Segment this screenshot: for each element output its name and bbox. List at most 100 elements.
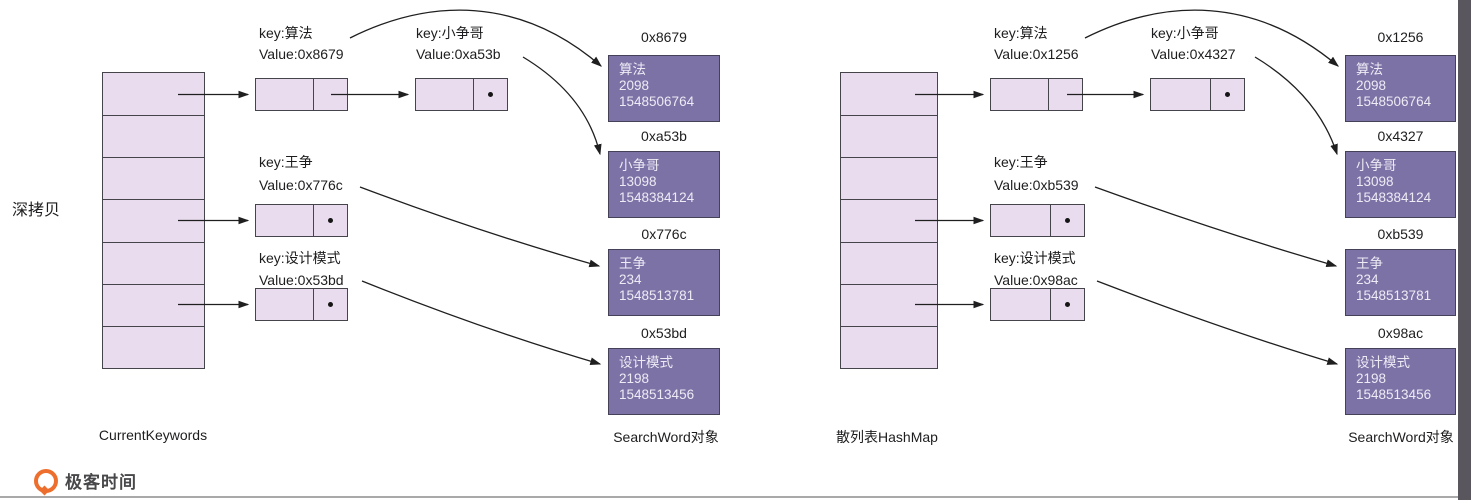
node-pointer-cell — [1210, 79, 1244, 110]
object-address-label: 0xb539 — [1377, 226, 1424, 242]
entry-key-label: key:小争哥 — [416, 25, 484, 41]
object-word: 算法 — [1356, 62, 1383, 77]
object-count: 2098 — [619, 78, 650, 94]
null-pointer-dot — [1065, 218, 1070, 223]
object-count: 234 — [1356, 272, 1379, 288]
entry-value-label: Value:0x776c — [259, 177, 343, 193]
bucket-cell — [103, 283, 204, 326]
object-word: 设计模式 — [1356, 355, 1410, 370]
right-edge-strip — [1458, 0, 1471, 500]
list-node — [1150, 78, 1245, 111]
objects-caption: SearchWord对象 — [613, 429, 719, 445]
deep-copy-label: 深拷贝 — [12, 202, 61, 219]
objects-caption: SearchWord对象 — [1348, 429, 1454, 445]
array-caption: 散列表HashMap — [836, 429, 938, 445]
bucket-cell — [841, 241, 937, 284]
entry-key-label: key:算法 — [259, 25, 313, 41]
array-caption: CurrentKeywords — [98, 427, 208, 443]
curve-value-to-object — [1254, 56, 1338, 156]
node-pointer-cell — [1048, 79, 1082, 110]
object-address-label: 0x53bd — [641, 325, 687, 341]
entry-key-label: key:小争哥 — [1151, 25, 1219, 41]
list-node — [990, 288, 1085, 321]
list-node — [990, 204, 1085, 237]
searchword-object: 王争 234 1548513781 — [1345, 249, 1456, 316]
curve-value-to-object — [361, 280, 602, 366]
object-count: 13098 — [1356, 174, 1394, 190]
node-pointer-cell — [1050, 205, 1084, 236]
object-word: 王争 — [1356, 256, 1383, 271]
curve-value-to-object — [359, 186, 601, 268]
entry-key-label: key:算法 — [994, 25, 1048, 41]
object-address-label: 0x4327 — [1377, 128, 1424, 144]
bucket-cell — [841, 283, 937, 326]
object-timestamp: 1548506764 — [1356, 94, 1432, 110]
entry-key-label: key:王争 — [994, 154, 1048, 170]
object-timestamp: 1548506764 — [619, 94, 695, 110]
object-word: 算法 — [619, 62, 646, 77]
object-count: 234 — [619, 272, 642, 288]
entry-key-label: key:设计模式 — [259, 250, 341, 266]
searchword-object: 小争哥 13098 1548384124 — [1345, 151, 1456, 218]
node-data-cell — [1151, 79, 1210, 110]
null-pointer-dot — [488, 92, 493, 97]
node-data-cell — [991, 205, 1050, 236]
entry-value-label: Value:0xa53b — [416, 46, 501, 62]
geektime-logo: 极客时间 — [34, 468, 137, 493]
entry-value-label: Value:0xb539 — [994, 177, 1079, 193]
entry-value-label: Value:0x98ac — [994, 272, 1078, 288]
node-data-cell — [416, 79, 473, 110]
node-data-cell — [256, 79, 313, 110]
entry-key-label: key:设计模式 — [994, 250, 1076, 266]
node-data-cell — [256, 289, 313, 320]
bucket-cell — [841, 115, 937, 157]
object-timestamp: 1548384124 — [619, 190, 695, 206]
bucket-cell — [103, 325, 204, 368]
null-pointer-dot — [328, 218, 333, 223]
node-pointer-cell — [1050, 289, 1084, 320]
object-address-label: 0x8679 — [641, 29, 687, 45]
searchword-object: 设计模式 2198 1548513456 — [1345, 348, 1456, 415]
entry-key-label: key:王争 — [259, 154, 313, 170]
list-node — [255, 78, 348, 111]
list-node — [255, 288, 348, 321]
object-count: 2098 — [1356, 78, 1387, 94]
bucket-cell — [103, 241, 204, 284]
searchword-object: 算法 2098 1548506764 — [608, 55, 720, 122]
geektime-logo-icon — [34, 468, 58, 493]
node-pointer-cell — [313, 289, 347, 320]
null-pointer-dot — [1225, 92, 1230, 97]
entry-value-label: Value:0x4327 — [1151, 46, 1236, 62]
list-node — [255, 204, 348, 237]
node-data-cell — [991, 79, 1048, 110]
bucket-cell — [103, 73, 204, 115]
curve-value-to-object — [1096, 280, 1339, 365]
node-pointer-cell — [473, 79, 507, 110]
bucket-cell — [103, 115, 204, 157]
searchword-object: 王争 234 1548513781 — [608, 249, 720, 316]
node-pointer-cell — [313, 205, 347, 236]
bucket-cell — [103, 199, 204, 241]
searchword-object: 算法 2098 1548506764 — [1345, 55, 1456, 122]
node-data-cell — [991, 289, 1050, 320]
object-address-label: 0xa53b — [641, 128, 687, 144]
bucket-cell — [841, 73, 937, 115]
list-node — [990, 78, 1083, 111]
hashmap-array — [840, 72, 938, 369]
object-address-label: 0x776c — [641, 226, 687, 242]
entry-value-label: Value:0x53bd — [259, 272, 344, 288]
object-timestamp: 1548384124 — [1356, 190, 1432, 206]
object-address-label: 0x98ac — [1377, 325, 1424, 341]
null-pointer-dot — [328, 302, 333, 307]
object-word: 小争哥 — [1356, 158, 1397, 173]
curve-value-to-object — [1094, 186, 1338, 268]
curve-value-to-object — [522, 56, 602, 156]
object-count: 2198 — [619, 371, 650, 387]
object-count: 2198 — [1356, 371, 1387, 387]
searchword-object: 设计模式 2198 1548513456 — [608, 348, 720, 415]
null-pointer-dot — [1065, 302, 1070, 307]
bucket-cell — [103, 157, 204, 199]
object-word: 王争 — [619, 256, 646, 271]
